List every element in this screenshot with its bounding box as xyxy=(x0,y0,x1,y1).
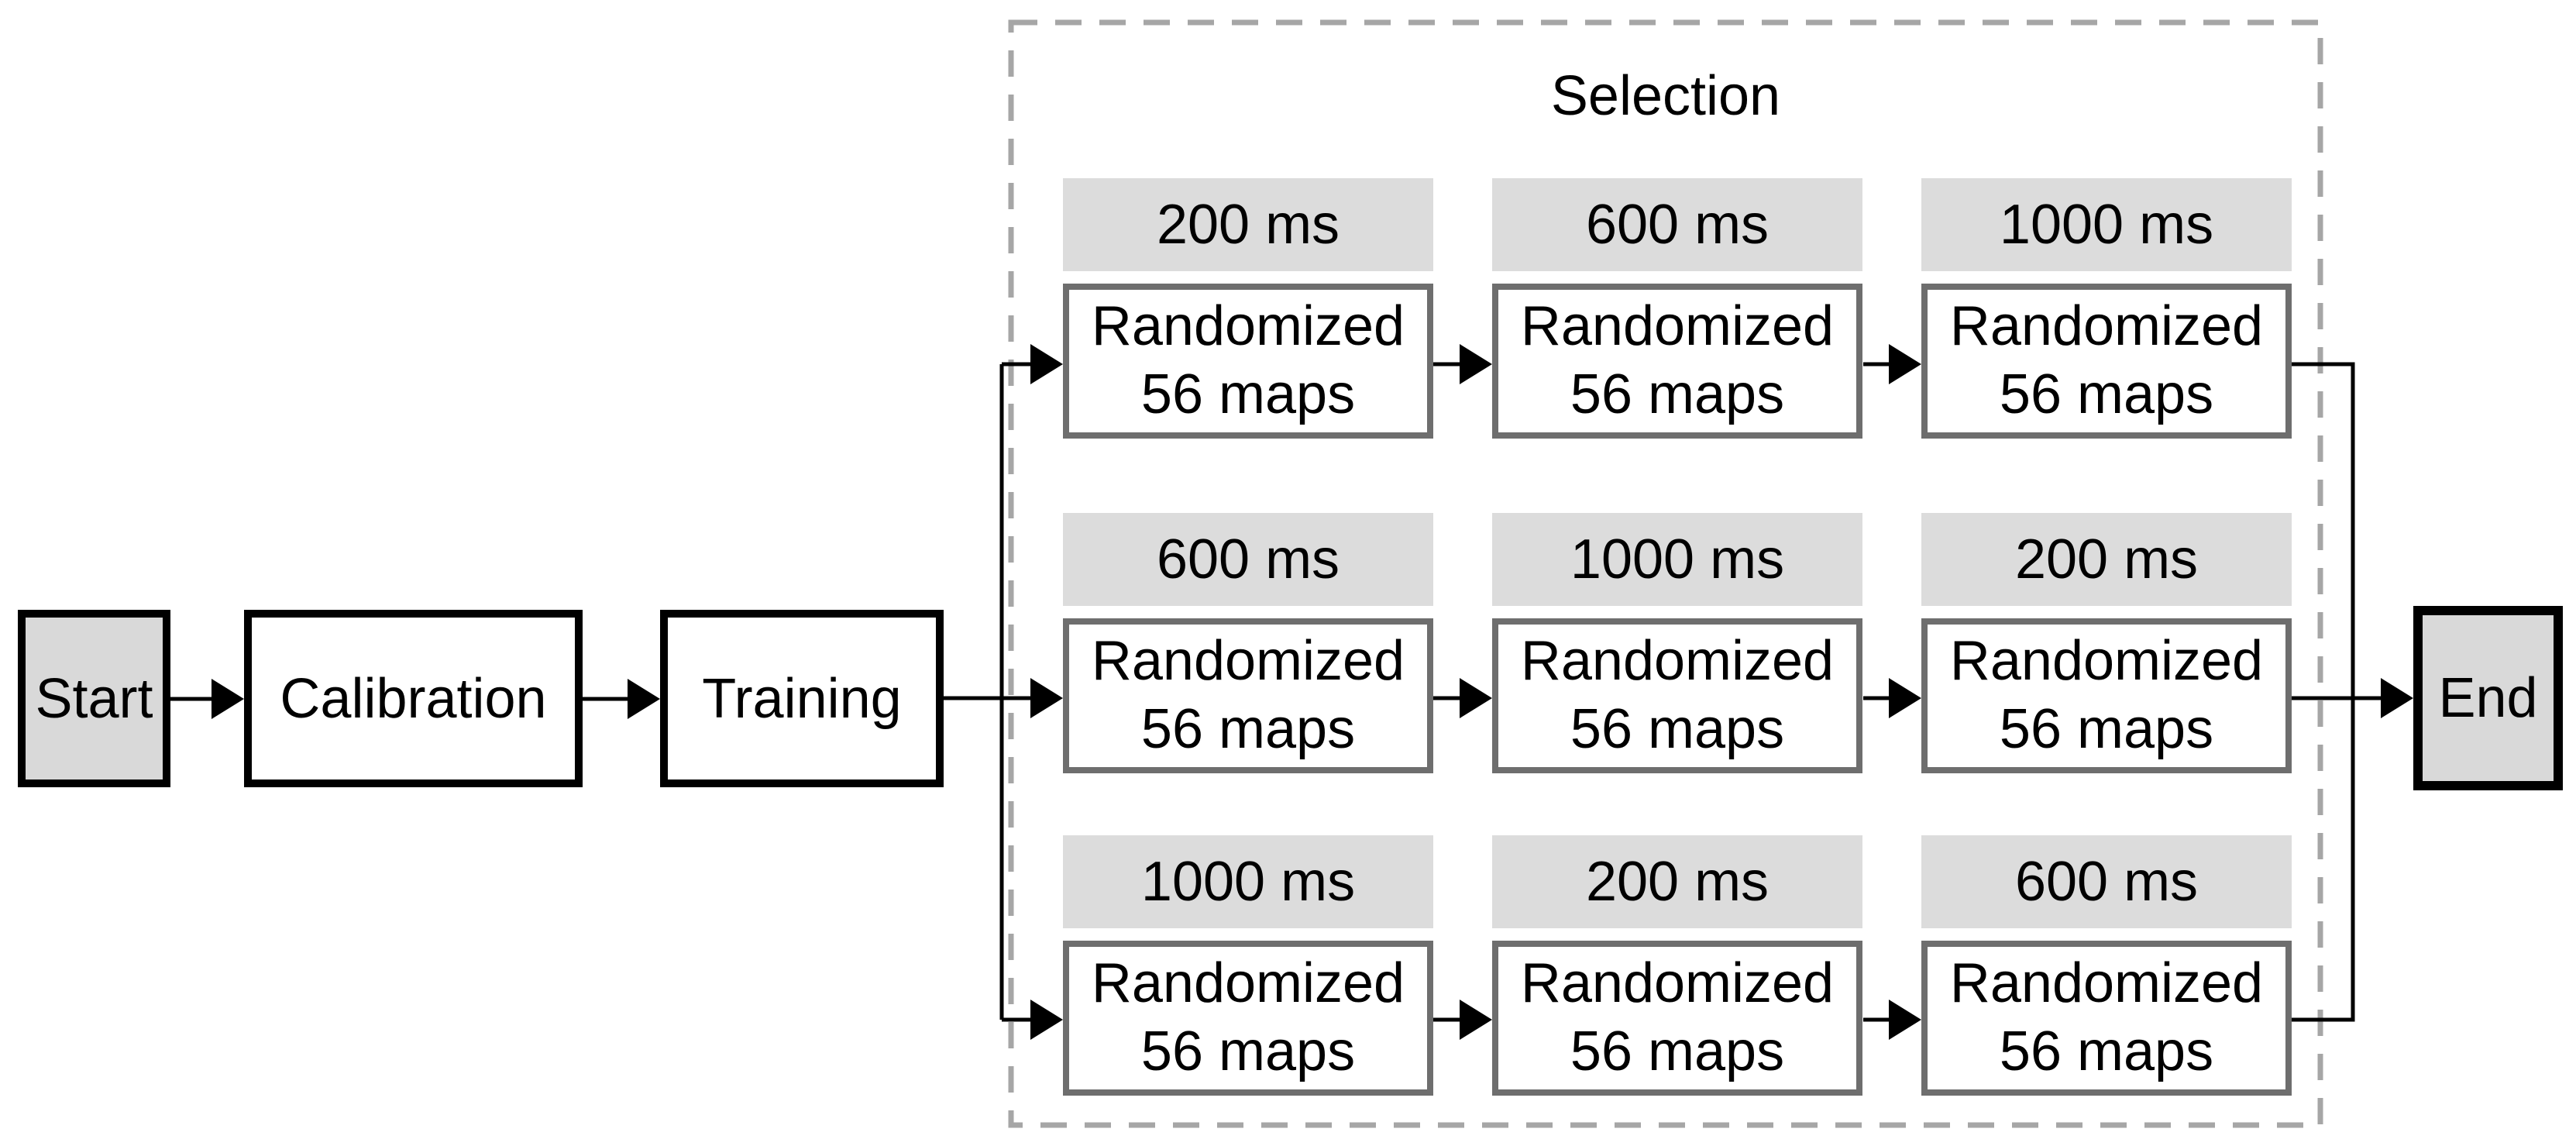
start-node: Start xyxy=(18,610,170,787)
arrow-head xyxy=(1460,344,1492,384)
arrow-head xyxy=(1889,678,1921,718)
randomized-box: Randomized 56 maps xyxy=(1921,284,2292,439)
calibration-label: Calibration xyxy=(280,667,547,730)
randomized-box: Randomized 56 maps xyxy=(1492,618,1862,773)
duration-header: 200 ms xyxy=(1921,513,2292,606)
duration-label: 1000 ms xyxy=(1140,851,1356,913)
arrow-head xyxy=(1030,1000,1063,1040)
selection-cell: 600 ms Randomized 56 maps xyxy=(1492,178,1862,439)
selection-region-border xyxy=(1008,19,2323,1128)
duration-header: 1000 ms xyxy=(1492,513,1862,606)
selection-cell: 600 ms Randomized 56 maps xyxy=(1063,513,1433,773)
duration-header: 600 ms xyxy=(1492,178,1862,271)
calibration-node: Calibration xyxy=(244,610,583,787)
duration-label: 600 ms xyxy=(1156,528,1340,590)
randomized-line2: 56 maps xyxy=(1570,363,1785,425)
duration-label: 200 ms xyxy=(1585,851,1769,913)
training-label: Training xyxy=(702,667,902,730)
arrow-head xyxy=(1030,344,1063,384)
training-node: Training xyxy=(660,610,944,787)
randomized-line1: Randomized xyxy=(1520,295,1835,358)
randomized-box: Randomized 56 maps xyxy=(1921,941,2292,1096)
start-label: Start xyxy=(35,667,153,730)
randomized-box: Randomized 56 maps xyxy=(1063,284,1433,439)
selection-cell: 1000 ms Randomized 56 maps xyxy=(1921,178,2292,439)
arrow-head xyxy=(2381,678,2413,718)
randomized-box: Randomized 56 maps xyxy=(1921,618,2292,773)
duration-header: 200 ms xyxy=(1063,178,1433,271)
randomized-box: Randomized 56 maps xyxy=(1492,284,1862,439)
selection-cell: 200 ms Randomized 56 maps xyxy=(1492,835,1862,1096)
duration-header: 1000 ms xyxy=(1921,178,2292,271)
arrow-head xyxy=(1889,344,1921,384)
connector-lines xyxy=(169,362,2384,1022)
randomized-line1: Randomized xyxy=(1520,952,1835,1015)
selection-cell: 1000 ms Randomized 56 maps xyxy=(1063,835,1433,1096)
randomized-line2: 56 maps xyxy=(1999,698,2214,760)
randomized-line1: Randomized xyxy=(1949,295,2264,358)
arrow-head xyxy=(628,679,660,719)
randomized-line1: Randomized xyxy=(1091,295,1405,358)
selection-cell: 600 ms Randomized 56 maps xyxy=(1921,835,2292,1096)
arrow-head xyxy=(1460,678,1492,718)
end-node: End xyxy=(2413,606,2563,790)
randomized-line1: Randomized xyxy=(1091,630,1405,693)
randomized-line2: 56 maps xyxy=(1570,698,1785,760)
end-label: End xyxy=(2438,667,2538,729)
duration-label: 1000 ms xyxy=(1570,528,1785,590)
duration-header: 600 ms xyxy=(1921,835,2292,928)
randomized-line2: 56 maps xyxy=(1999,363,2214,425)
randomized-box: Randomized 56 maps xyxy=(1063,618,1433,773)
arrow-head xyxy=(1030,678,1063,718)
randomized-line2: 56 maps xyxy=(1140,1020,1356,1082)
randomized-line1: Randomized xyxy=(1949,952,2264,1015)
arrow-head xyxy=(1460,1000,1492,1040)
randomized-box: Randomized 56 maps xyxy=(1063,941,1433,1096)
selection-title: Selection xyxy=(1550,65,1781,127)
duration-label: 600 ms xyxy=(2014,851,2199,913)
randomized-line1: Randomized xyxy=(1091,952,1405,1015)
arrow-head xyxy=(1889,1000,1921,1040)
duration-label: 200 ms xyxy=(2014,528,2199,590)
randomized-line1: Randomized xyxy=(1949,630,2264,693)
selection-cell: 200 ms Randomized 56 maps xyxy=(1063,178,1433,439)
randomized-line2: 56 maps xyxy=(1999,1020,2214,1082)
randomized-line2: 56 maps xyxy=(1570,1020,1785,1082)
randomized-line2: 56 maps xyxy=(1140,698,1356,760)
selection-cell: 200 ms Randomized 56 maps xyxy=(1921,513,2292,773)
randomized-line2: 56 maps xyxy=(1140,363,1356,425)
duration-label: 200 ms xyxy=(1156,194,1340,256)
duration-header: 600 ms xyxy=(1063,513,1433,606)
duration-header: 200 ms xyxy=(1492,835,1862,928)
duration-label: 600 ms xyxy=(1585,194,1769,256)
randomized-box: Randomized 56 maps xyxy=(1492,941,1862,1096)
arrow-head xyxy=(212,679,244,719)
selection-cell: 1000 ms Randomized 56 maps xyxy=(1492,513,1862,773)
duration-label: 1000 ms xyxy=(1999,194,2214,256)
randomized-line1: Randomized xyxy=(1520,630,1835,693)
duration-header: 1000 ms xyxy=(1063,835,1433,928)
